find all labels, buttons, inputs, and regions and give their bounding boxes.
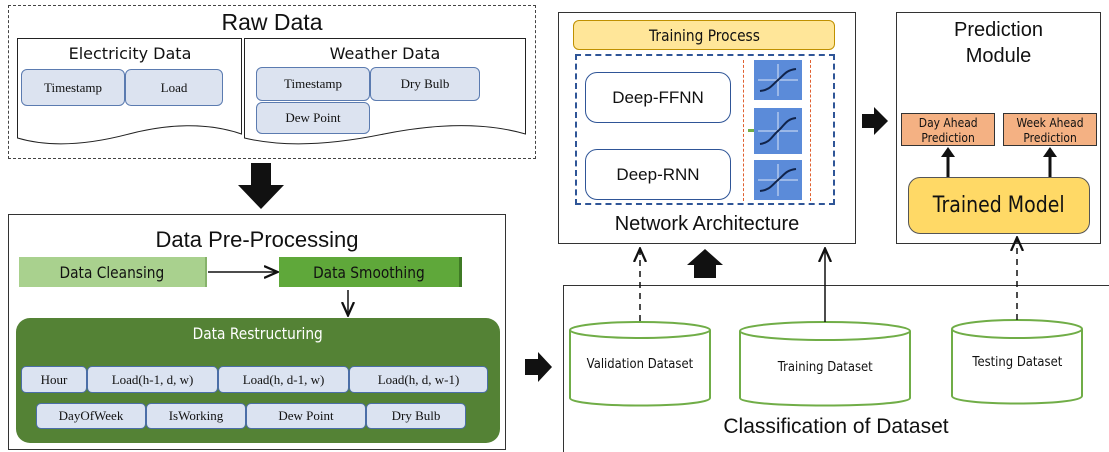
activation-layer-frame <box>743 60 811 201</box>
deep-rnn-box: Deep-RNN <box>585 149 731 200</box>
block-arrow-classification-to-network <box>687 249 723 278</box>
down-arrow-raw-to-preprocessing <box>238 163 284 209</box>
load-field: Load <box>125 69 223 106</box>
day-ahead-line1: Day Ahead <box>918 114 978 130</box>
timestamp-field-electricity: Timestamp <box>21 69 125 106</box>
activation-sigmoid-icon-1 <box>754 60 802 100</box>
network-dashed-frame <box>575 54 835 205</box>
trained-model-box: Trained Model <box>908 177 1090 234</box>
day-ahead-line2: Prediction <box>921 129 975 145</box>
load-h1-feature: Load(h-1, d, w) <box>87 366 218 393</box>
timestamp-field-weather: Timestamp <box>256 67 370 101</box>
week-ahead-line1: Week Ahead <box>1016 114 1084 130</box>
dry-bulb-field: Dry Bulb <box>370 67 480 101</box>
testing-dataset-cylinder <box>951 319 1083 405</box>
load-w1-feature: Load(h, d, w-1) <box>349 366 488 393</box>
validation-dataset-cylinder <box>569 321 711 407</box>
week-ahead-line2: Prediction <box>1023 129 1077 145</box>
block-arrow-preprocessing-to-classification <box>525 352 552 382</box>
training-process-label: Training Process <box>648 25 760 45</box>
trained-model-label: Trained Model <box>933 193 1065 218</box>
network-architecture-panel <box>558 12 856 244</box>
training-process-box: Training Process <box>573 20 835 50</box>
prediction-title-line2: Module <box>965 44 1032 67</box>
network-architecture-title: Network Architecture <box>614 212 800 235</box>
data-cleansing-box: Data Cleansing <box>19 257 207 287</box>
validation-dataset-label: Validation Dataset <box>586 356 694 372</box>
block-arrow-network-to-prediction <box>862 107 888 135</box>
dayofweek-feature: DayOfWeek <box>36 403 146 429</box>
validation-dataset-label-wrap: Validation Dataset <box>568 352 712 376</box>
classification-panel <box>563 285 1109 452</box>
prediction-title-line1: Prediction <box>954 18 1043 41</box>
testing-dataset-label: Testing Dataset <box>972 354 1062 370</box>
classification-title: Classification of Dataset <box>723 415 949 438</box>
training-dataset-label: Training Dataset <box>777 359 873 375</box>
data-restructuring-title-wrap: Data Restructuring <box>16 322 500 344</box>
activation-sigmoid-icon-3 <box>754 160 802 200</box>
day-ahead-prediction-box: Day Ahead Prediction <box>901 113 995 146</box>
raw-data-title: Raw Data <box>221 8 323 35</box>
raw-data-panel <box>8 5 536 159</box>
dew-point-field: Dew Point <box>256 102 370 134</box>
week-ahead-prediction-box: Week Ahead Prediction <box>1003 113 1097 146</box>
data-smoothing-box: Data Smoothing <box>279 257 462 287</box>
preprocessing-title: Data Pre-Processing <box>155 227 359 252</box>
training-dataset-label-wrap: Training Dataset <box>738 355 912 379</box>
testing-dataset-label-wrap: Testing Dataset <box>950 350 1084 374</box>
data-restructuring-title: Data Restructuring <box>192 323 324 343</box>
data-cleansing-label: Data Cleansing <box>59 262 165 282</box>
dew-point-feature: Dew Point <box>246 403 366 429</box>
isworking-feature: IsWorking <box>146 403 246 429</box>
load-d1-feature: Load(h, d-1, w) <box>218 366 349 393</box>
training-dataset-cylinder <box>739 321 911 407</box>
weather-data-title: Weather Data <box>329 43 441 63</box>
hour-feature: Hour <box>21 366 87 393</box>
deep-ffnn-box: Deep-FFNN <box>585 72 731 123</box>
activation-connector-mark <box>748 129 754 132</box>
activation-sigmoid-icon-2 <box>754 108 802 154</box>
data-smoothing-label: Data Smoothing <box>313 262 425 282</box>
electricity-data-title: Electricity Data <box>68 43 192 63</box>
dry-bulb-feature: Dry Bulb <box>366 403 466 429</box>
